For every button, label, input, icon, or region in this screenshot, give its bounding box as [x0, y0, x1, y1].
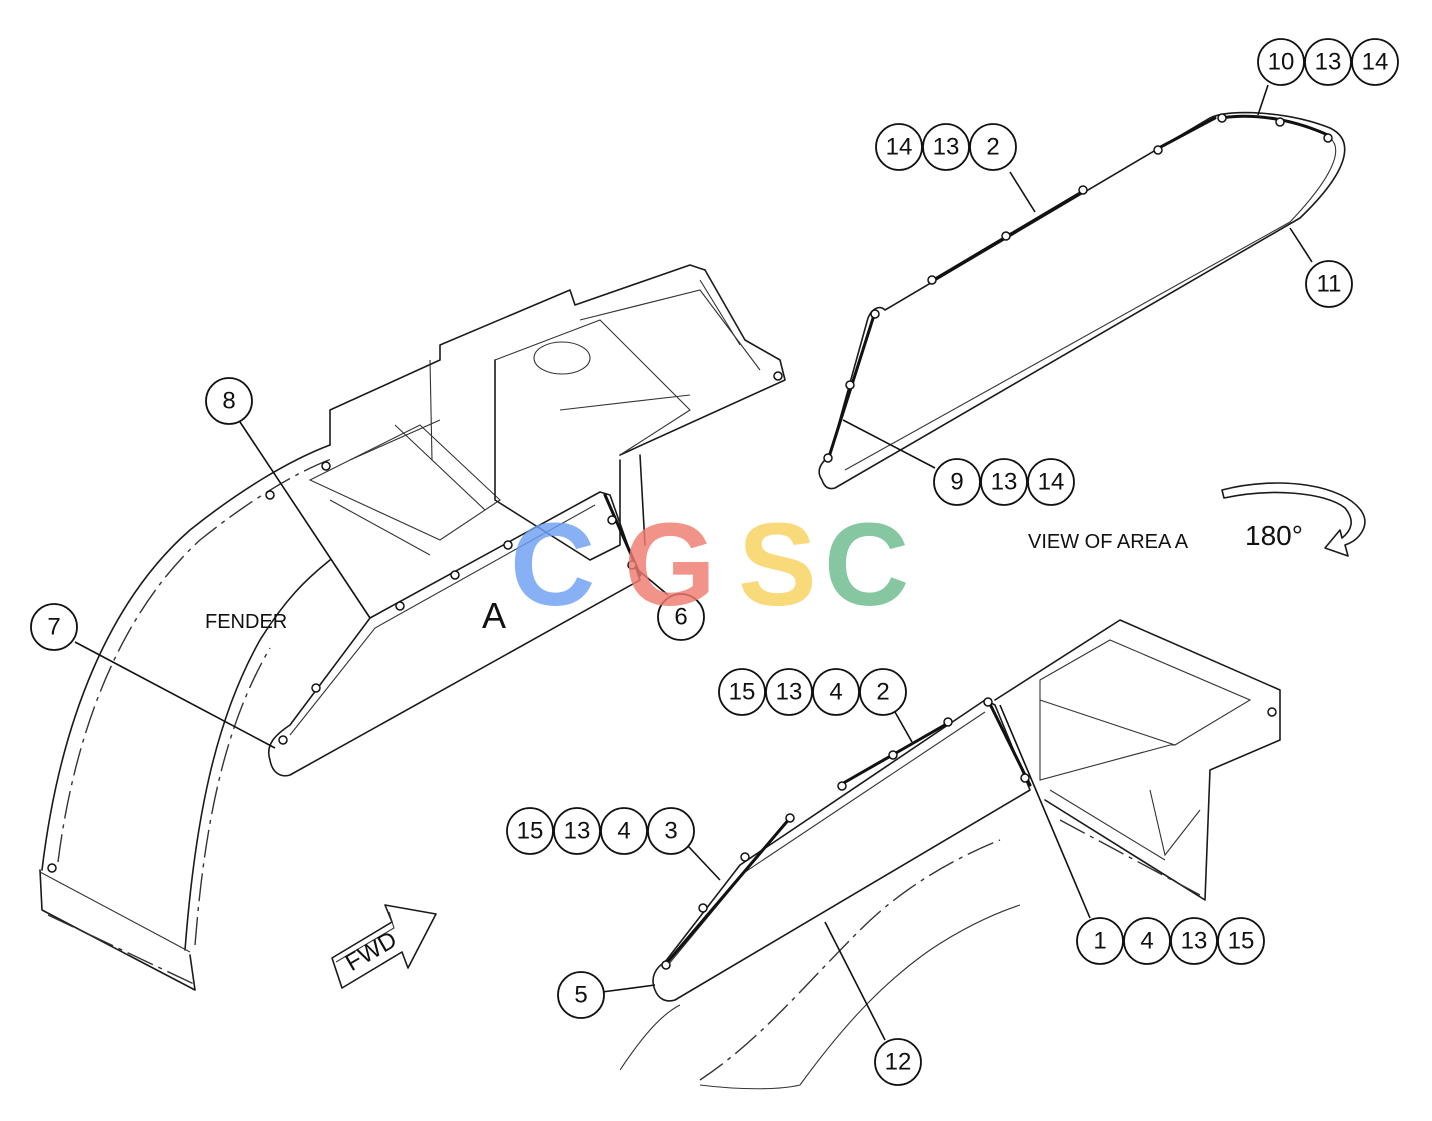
callout-4: 4 — [829, 679, 842, 706]
callout-group-8: 8 — [205, 377, 253, 425]
callout-5: 5 — [574, 982, 587, 1009]
rotation-label: 180° — [1245, 520, 1303, 551]
callout-12: 12 — [885, 1049, 912, 1076]
rotation-arrow-icon — [1221, 482, 1366, 557]
callout-13: 13 — [1181, 928, 1208, 955]
callout-8: 8 — [222, 388, 235, 415]
callout-14: 14 — [1038, 469, 1065, 496]
callout-group-5: 5 — [557, 971, 605, 1019]
callout-group-6: 6 — [657, 593, 705, 641]
watermark-letter-2: G — [624, 499, 716, 631]
callout-11: 11 — [1317, 271, 1342, 298]
callout-13: 13 — [564, 818, 591, 845]
callout-14: 14 — [1362, 49, 1389, 76]
callout-4: 4 — [617, 818, 630, 845]
callout-group-14-13-2: 14 13 2 — [875, 123, 1017, 171]
callout-group-10-13-14: 10 13 14 — [1257, 38, 1399, 86]
callout-1: 1 — [1093, 928, 1106, 955]
callout-group-1-4-13-15: 1 4 13 15 — [1076, 917, 1265, 965]
callout-15: 15 — [517, 818, 544, 845]
callout-3: 3 — [664, 818, 677, 845]
callout-group-15-13-4-2: 15 13 4 2 — [718, 668, 907, 716]
callout-2: 2 — [876, 679, 889, 706]
callout-15: 15 — [1228, 928, 1255, 955]
fender-label: FENDER — [205, 611, 287, 633]
fwd-arrow: FWD — [331, 904, 437, 989]
watermark-letter-4: C — [824, 499, 909, 631]
area-a-detail-view — [818, 111, 1346, 490]
callout-6: 6 — [674, 604, 687, 631]
watermark-letter-1: C — [510, 499, 595, 631]
callout-group-12: 12 — [874, 1038, 922, 1086]
callout-10: 10 — [1268, 49, 1295, 76]
watermark-letter-3: S — [738, 499, 817, 631]
callout-13: 13 — [1315, 49, 1342, 76]
callout-13: 13 — [991, 469, 1018, 496]
right-fender-assembly — [619, 619, 1281, 1090]
callout-group-11: 11 — [1305, 260, 1353, 308]
callout-group-9-13-14: 9 13 14 — [933, 458, 1075, 506]
callout-2: 2 — [986, 134, 999, 161]
callout-14: 14 — [886, 134, 913, 161]
callout-7: 7 — [47, 614, 60, 641]
area-a-label: A — [482, 595, 506, 636]
leader-lines — [74, 84, 1313, 1041]
watermark-logo: C G S C — [510, 499, 909, 631]
callout-13: 13 — [776, 679, 803, 706]
callout-group-7: 7 — [30, 603, 78, 651]
view-of-area-a-label: VIEW OF AREA A — [1028, 531, 1189, 553]
callout-4: 4 — [1140, 928, 1153, 955]
callout-group-15-13-4-3: 15 13 4 3 — [506, 807, 695, 855]
left-fender-assembly — [39, 264, 786, 991]
callout-9: 9 — [950, 469, 963, 496]
callout-13: 13 — [933, 134, 960, 161]
callout-15: 15 — [729, 679, 756, 706]
